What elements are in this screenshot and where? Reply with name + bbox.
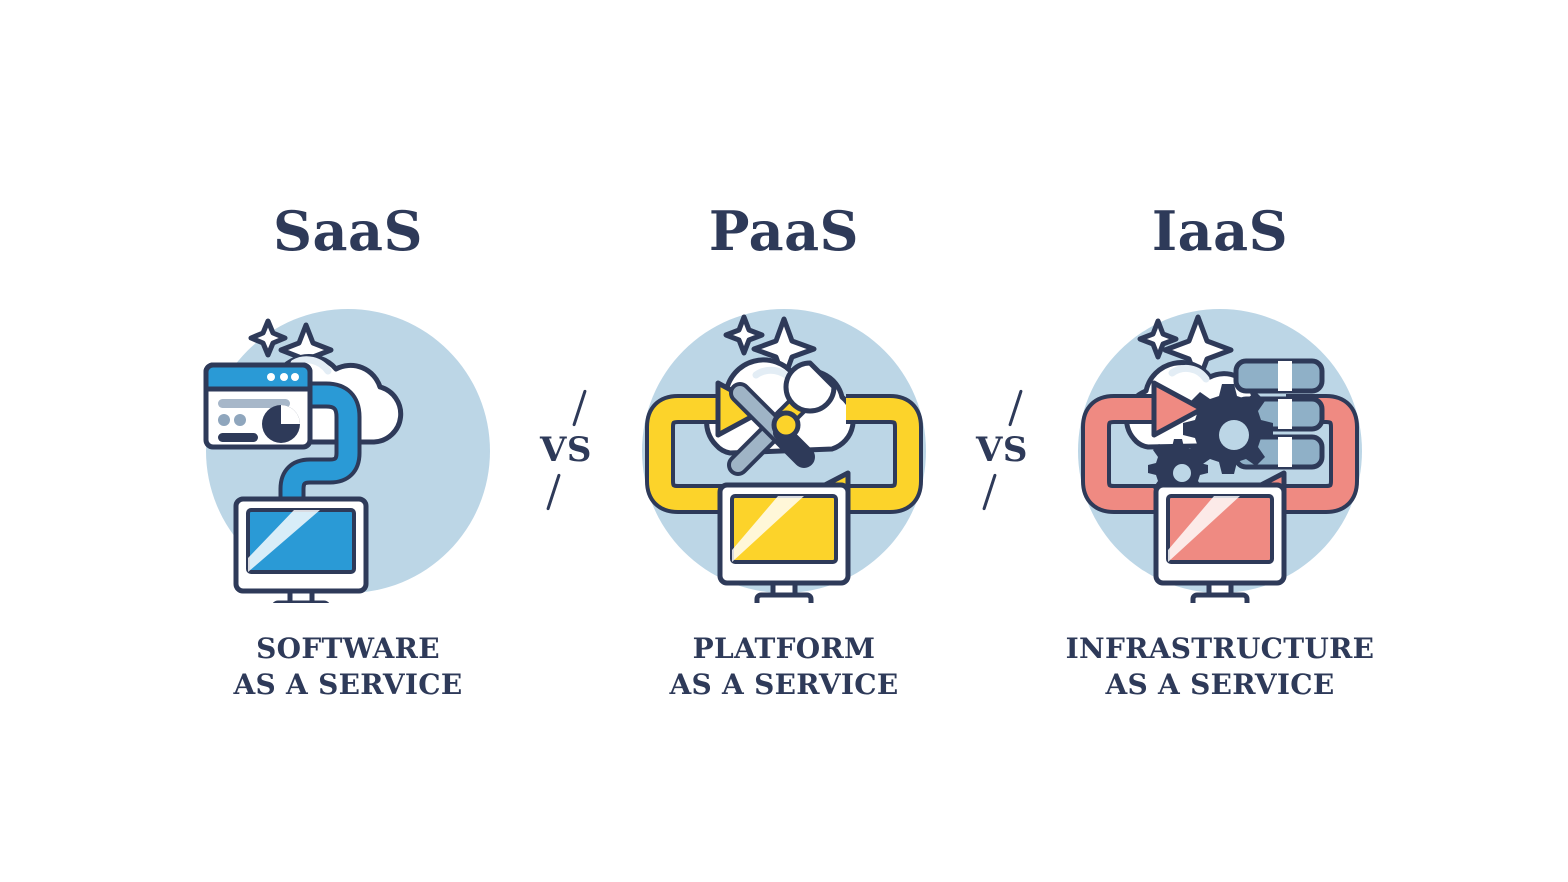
monitor-icon xyxy=(233,496,369,603)
browser-window-icon xyxy=(203,362,313,450)
slash-icon-top xyxy=(1007,389,1023,427)
slash-icon-top xyxy=(571,389,587,427)
illustration-iaas xyxy=(1070,303,1370,603)
paas-illustration-svg xyxy=(642,309,926,603)
cycle-arrows-icon xyxy=(1081,380,1359,528)
monitor-icon xyxy=(717,482,851,603)
monitor-icon xyxy=(1153,482,1287,603)
wrench-icon xyxy=(729,360,837,468)
panel-caption-saas: SOFTWARE AS A SERVICE xyxy=(233,631,462,703)
slash-icon-bottom xyxy=(981,473,997,511)
slash-icon-bottom xyxy=(545,473,561,511)
panel-paas: PaaS xyxy=(614,0,954,703)
caption-line-1: INFRASTRUCTURE xyxy=(1065,632,1375,665)
vs-label: VS xyxy=(976,430,1028,470)
caption-line-2: AS A SERVICE xyxy=(233,667,463,701)
caption-line-1: PLATFORM xyxy=(692,632,876,665)
iaas-illustration-svg xyxy=(1078,309,1362,603)
caption-line-1: SOFTWARE xyxy=(256,632,440,665)
illustration-saas xyxy=(198,303,498,603)
panel-saas: SaaS xyxy=(178,0,518,703)
vs-label: VS xyxy=(540,430,592,470)
saas-illustration-svg xyxy=(203,309,490,603)
panel-caption-iaas: INFRASTRUCTURE AS A SERVICE xyxy=(1066,631,1375,703)
panel-iaas: IaaS xyxy=(1050,0,1390,703)
panel-title-paas: PaaS xyxy=(708,199,860,263)
panel-caption-paas: PLATFORM AS A SERVICE xyxy=(669,631,898,703)
panel-title-iaas: IaaS xyxy=(1151,199,1289,263)
separator-vs-1: VS xyxy=(518,0,614,530)
separator-vs-2: VS xyxy=(954,0,1050,530)
caption-line-2: AS A SERVICE xyxy=(669,667,899,701)
illustration-paas xyxy=(634,303,934,603)
caption-line-2: AS A SERVICE xyxy=(1105,667,1335,701)
panel-title-saas: SaaS xyxy=(273,199,423,263)
